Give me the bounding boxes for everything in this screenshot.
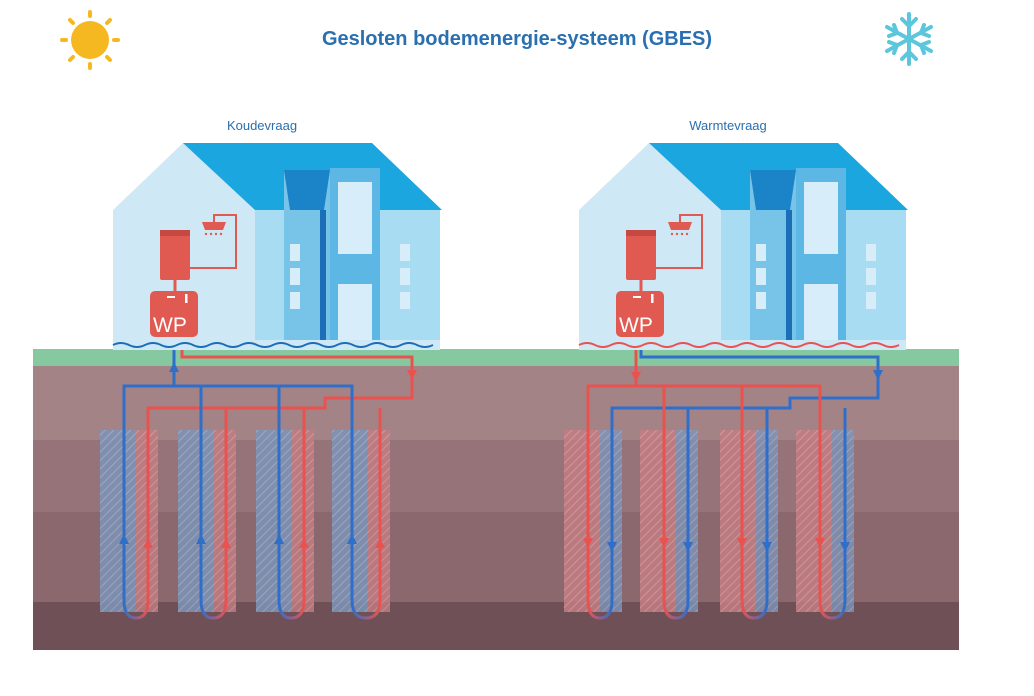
soil-layer-1 [33,366,959,440]
house-label-warmtevraag: Warmtevraag [689,118,767,133]
house-label-koudevraag: Koudevraag [226,118,298,133]
pipes-left [122,350,414,620]
borehole-field-left [100,430,390,612]
flow-arrows-right [583,370,883,552]
snowflake-icon [885,12,933,66]
diagram-title: Gesloten bodemenergie-systeem (GBES) [321,28,713,50]
house-koudevraag: WP [112,143,442,350]
sun-icon [60,10,120,70]
borehole-field-right [564,430,854,612]
house-warmtevraag: WP [578,143,908,350]
pipes-right [586,350,880,620]
heat-pump-label: WP [619,314,653,337]
grass-strip [33,349,959,366]
heat-pump-label: WP [153,314,187,337]
flow-arrows-left [119,362,417,548]
